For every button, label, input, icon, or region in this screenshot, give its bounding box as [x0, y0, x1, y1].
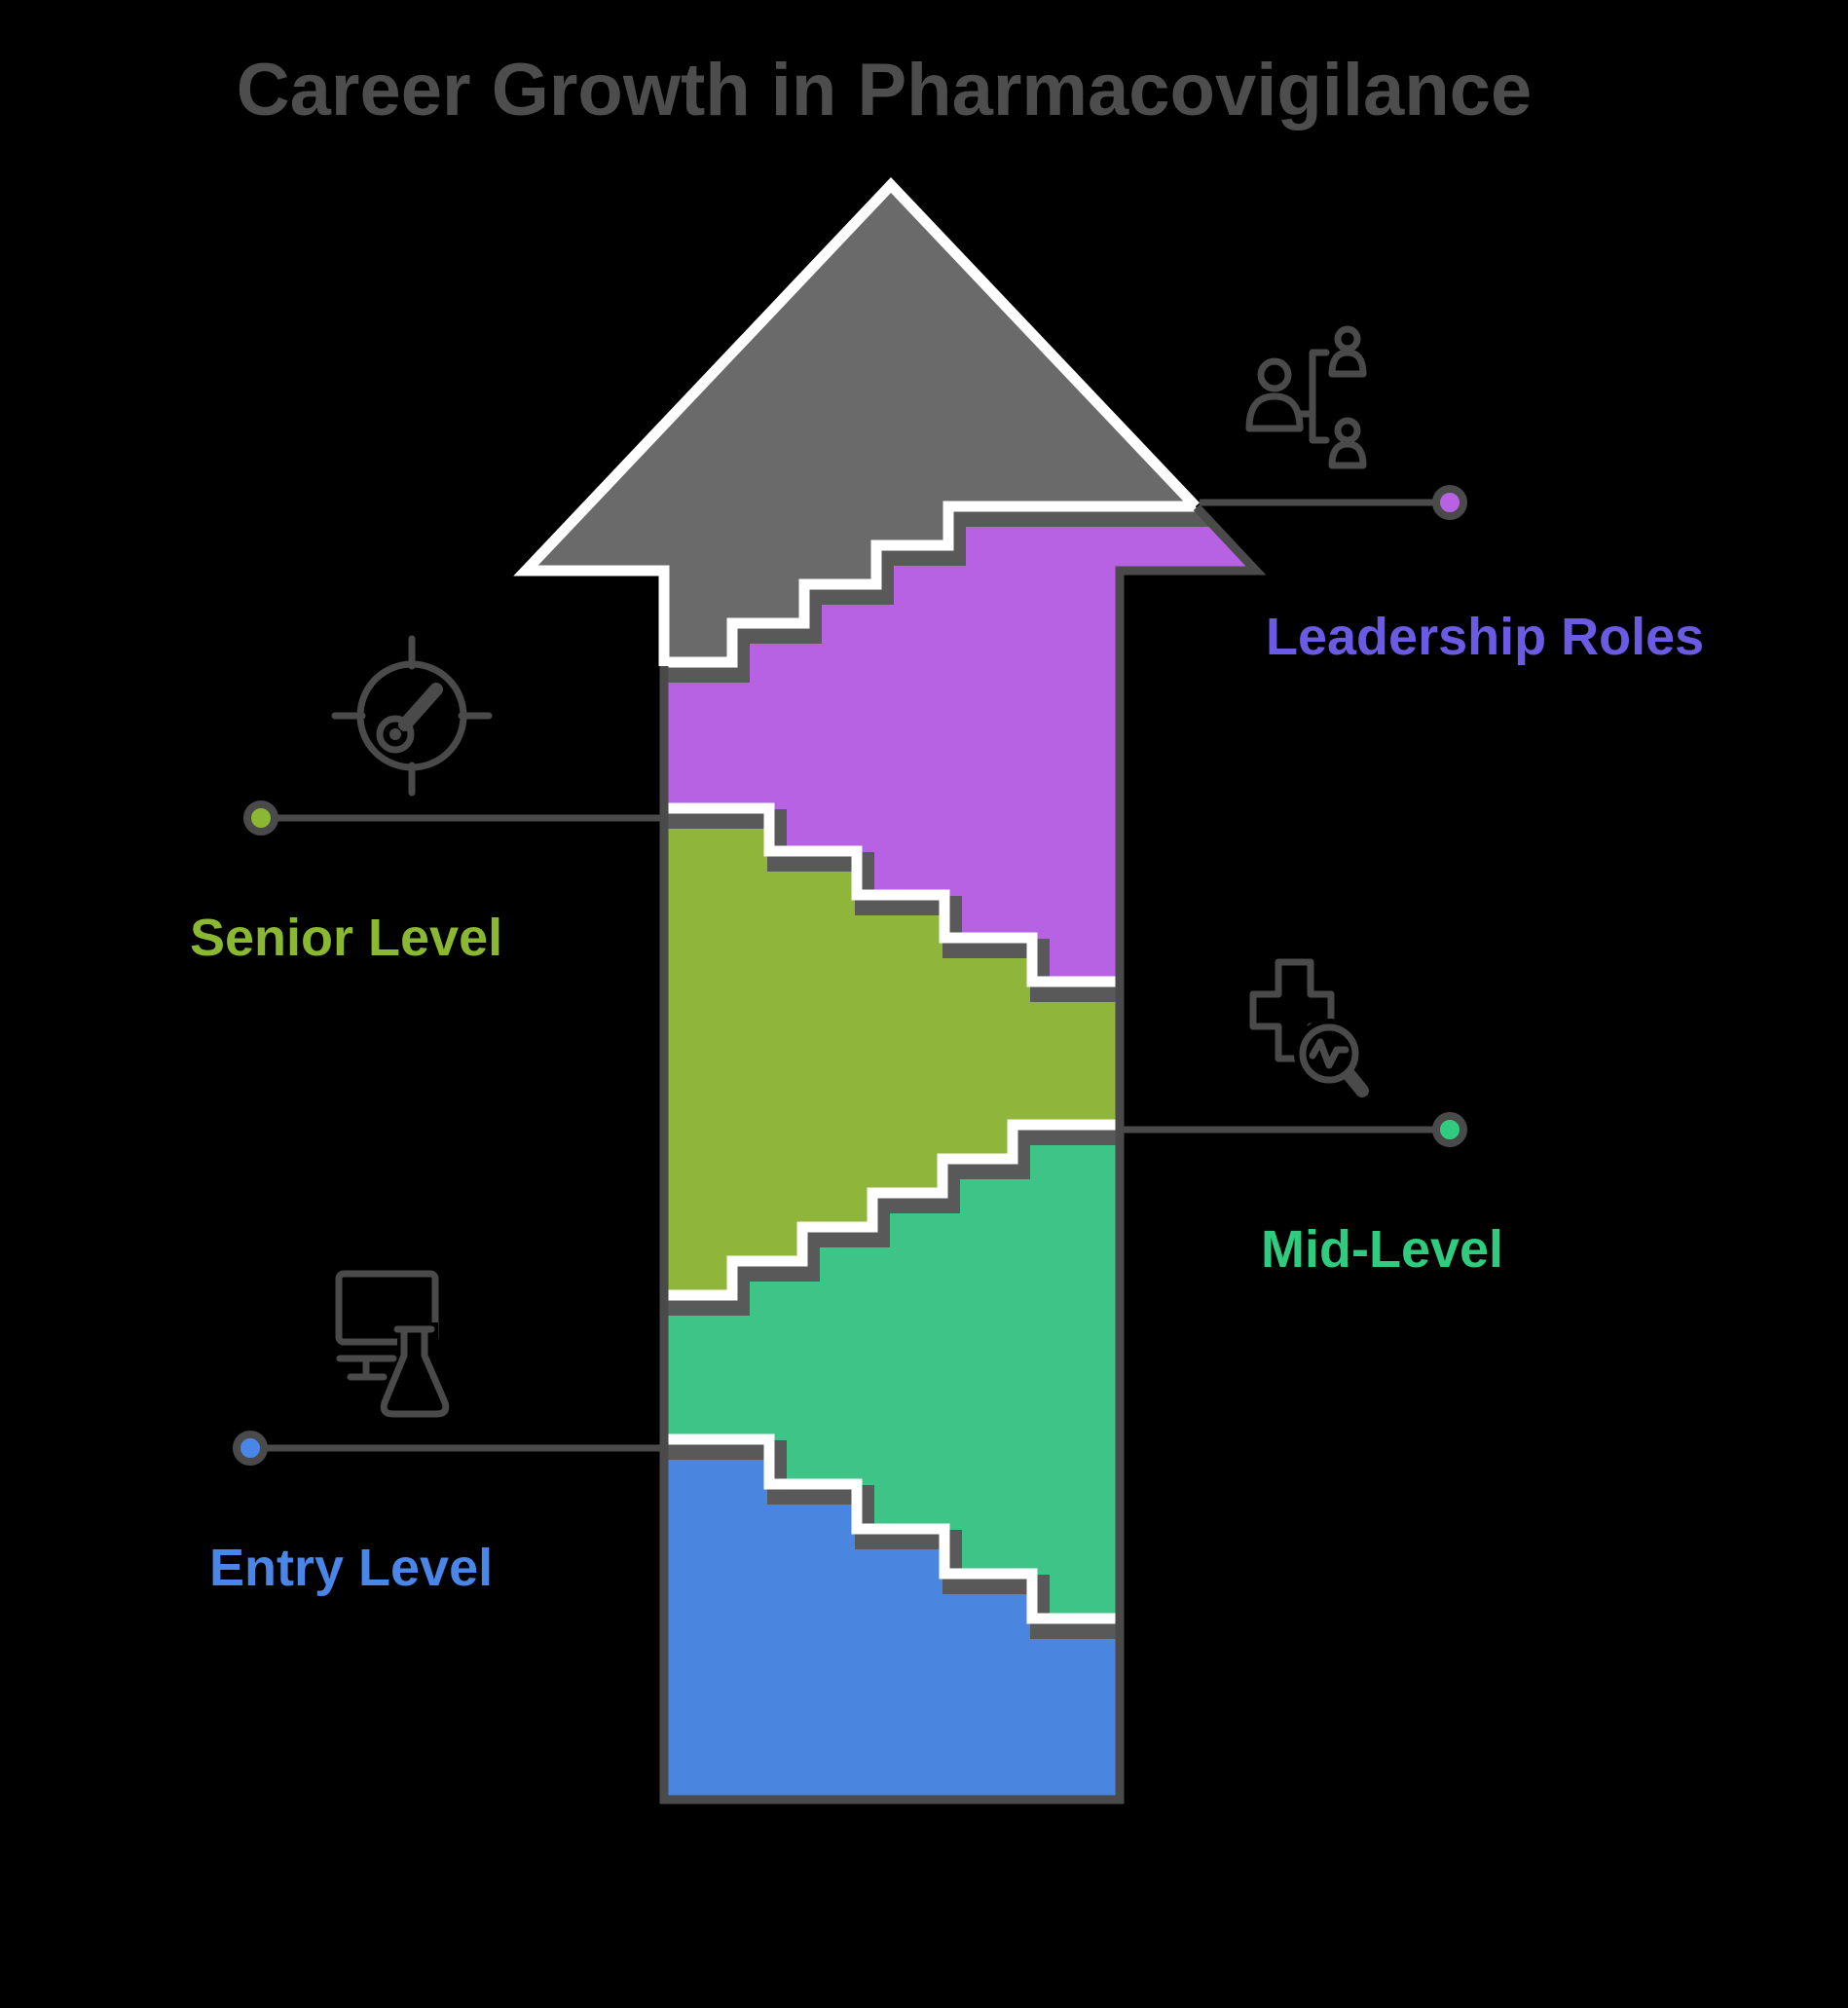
label-entry: Entry Level: [209, 1539, 493, 1597]
stair-highlights: [652, 501, 1202, 1624]
org-chart-icon: [1245, 325, 1367, 469]
dot-senior: [243, 800, 278, 836]
dot-leadership: [1432, 485, 1467, 520]
label-senior: Senior Level: [190, 909, 502, 967]
medical-cross-magnifier-icon: [1249, 958, 1369, 1097]
staircase-arrow: [526, 185, 1256, 1800]
page-title: Career Growth in Pharmacovigilance: [237, 49, 1532, 131]
dot-mid: [1432, 1112, 1467, 1147]
gauge-icon: [331, 635, 493, 797]
label-leadership: Leadership Roles: [1266, 608, 1704, 666]
stair-shadows: [660, 507, 1210, 1639]
monitor-flask-icon: [335, 1270, 458, 1422]
arrow-head-outline: [513, 177, 1200, 666]
label-mid: Mid-Level: [1261, 1220, 1503, 1279]
dot-entry: [233, 1431, 268, 1466]
arrow-body-outline: [659, 503, 1267, 1804]
